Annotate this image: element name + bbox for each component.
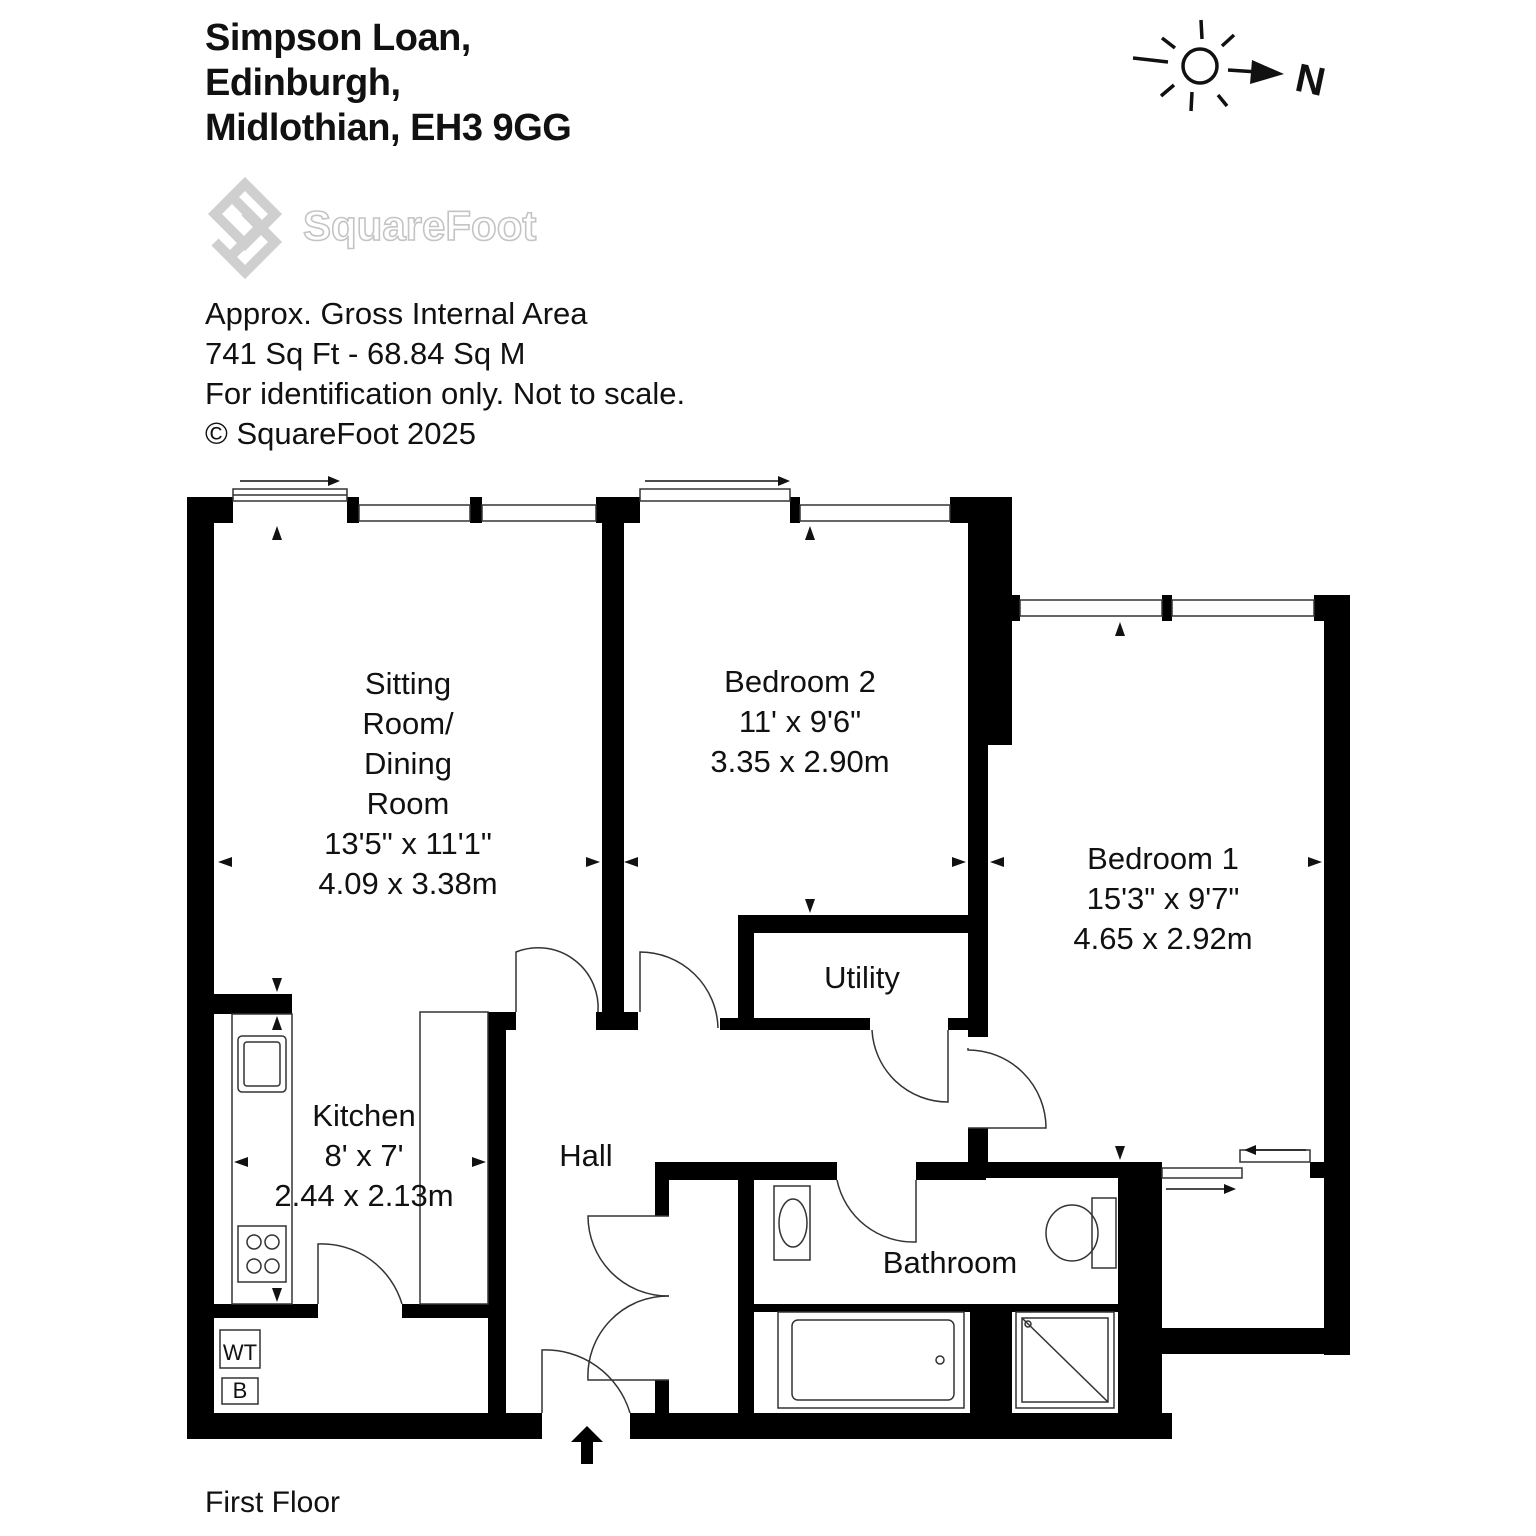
basin-unit [773,1185,811,1261]
bedroom1-metric: 4.65 x 2.92m [1073,921,1252,956]
water-tank-label: WT [223,1340,257,1365]
entrance-arrow-icon [571,1426,603,1464]
north-label: N [1292,56,1329,105]
kitchen-units [219,1011,489,1405]
door-cupboard-lower [587,1295,670,1381]
bedroom1-name: Bedroom 1 [1087,841,1239,876]
door-cupboard-upper [587,1215,670,1297]
sitting-name-4: Room [367,786,450,821]
copyright: © SquareFoot 2025 [205,416,477,451]
area-info: Approx. Gross Internal Area 741 Sq Ft - … [205,294,685,454]
room-kitchen: Kitchen 8' x 7' 2.44 x 2.13m [274,1098,453,1213]
property-address: Simpson Loan, Edinburgh, Midlothian, EH3… [205,16,572,151]
toilet-icon [1045,1204,1099,1262]
disclaimer: For identification only. Not to scale. [205,376,686,411]
address-line-1: Simpson Loan, [205,17,471,59]
area-value: 741 Sq Ft - 68.84 Sq M [205,336,526,371]
boiler-box [221,1377,259,1405]
dimension-markers [218,526,1322,1302]
sun-icon [1132,19,1236,112]
door-kitchen [317,1243,403,1305]
door-bathroom [836,1179,917,1243]
kitchen-imperial: 8' x 7' [324,1138,403,1173]
sitting-name-2: Room/ [362,706,454,741]
worktop-left [231,1013,293,1305]
bedroom2-name: Bedroom 2 [724,664,876,699]
hob-icon [237,1225,287,1283]
kitchen-metric: 2.44 x 2.13m [274,1178,453,1213]
bathroom-fixtures [773,1185,1117,1409]
door-bedroom-2 [639,951,719,1029]
address-line-2: Edinburgh, [205,62,401,104]
room-bedroom-1: Bedroom 1 15'3" x 9'7" 4.65 x 2.92m [1073,841,1252,956]
door-bedroom-1 [967,1048,1047,1129]
room-bedroom-2: Bedroom 2 11' x 9'6" 3.35 x 2.90m [710,664,889,779]
bedroom1-imperial: 15'3" x 9'7" [1087,881,1240,916]
sink-icon [237,1035,287,1093]
sitting-name-1: Sitting [365,666,451,701]
compass [1132,19,1284,112]
north-arrow-icon [1227,60,1284,84]
area-heading: Approx. Gross Internal Area [205,296,588,331]
windows [232,488,1315,1179]
sitting-name-3: Dining [364,746,452,781]
toilet-cistern [1091,1197,1117,1269]
basin-icon [778,1198,808,1248]
bedroom2-imperial: 11' x 9'6" [739,704,861,739]
door-sitting-room [515,947,599,1013]
sitting-metric: 4.09 x 3.38m [318,866,497,901]
kitchen-name: Kitchen [312,1098,415,1133]
sitting-imperial: 13'5" x 11'1" [324,826,492,861]
bath-icon [777,1311,965,1409]
squarefoot-logo: SquareFoot [207,176,537,280]
door-utility [871,1029,949,1103]
address-line-3: Midlothian, EH3 9GG [205,107,572,149]
bathroom-name: Bathroom [883,1245,1017,1280]
room-sitting-dining: Sitting Room/ Dining Room 13'5" x 11'1" … [318,666,497,901]
worktop-right [419,1011,489,1305]
floor-label: First Floor [205,1486,340,1519]
door-entrance [541,1349,631,1414]
bedroom2-metric: 3.35 x 2.90m [710,744,889,779]
logo-text: SquareFoot [303,202,536,249]
window-arrows [240,476,1306,1194]
walls [187,497,1350,1439]
hall-name: Hall [559,1138,612,1173]
shower-icon [1015,1311,1115,1409]
boiler-label: B [233,1378,248,1403]
water-tank-box [219,1329,261,1369]
utility-name: Utility [824,960,900,995]
doors [317,947,1047,1414]
